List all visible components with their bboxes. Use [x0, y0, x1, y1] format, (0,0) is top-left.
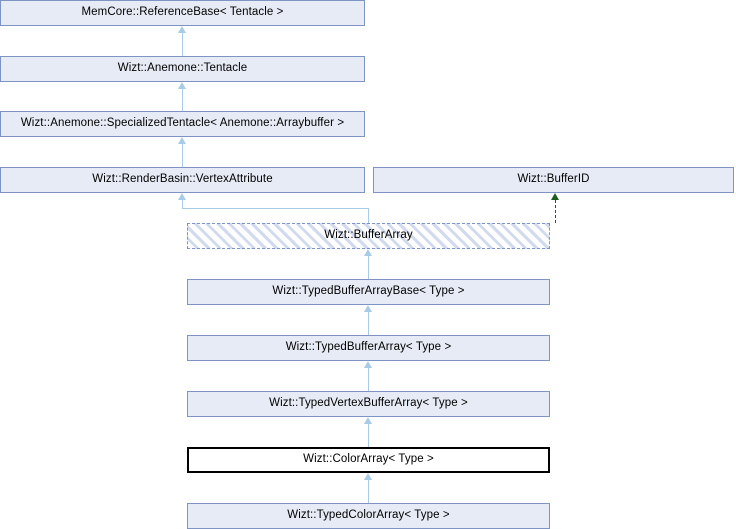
class-node-label: Wizt::Anemone::SpecializedTentacle< Anem…	[20, 117, 345, 130]
class-node-label: Wizt::RenderBasin::VertexAttribute	[92, 173, 273, 186]
class-node-label: Wizt::Anemone::Tentacle	[117, 62, 248, 75]
arrowhead-color-array-to-typed-vertex-buffer-array	[364, 417, 372, 424]
class-node-typed-buffer-array-base[interactable]: Wizt::TypedBufferArrayBase< Type >	[187, 279, 550, 305]
arrowhead-typed-vertex-buffer-array-to-typed-buffer-array	[364, 361, 372, 368]
class-node-typed-buffer-array[interactable]: Wizt::TypedBufferArray< Type >	[187, 335, 550, 361]
edge-tentacle-to-reference-base	[182, 33, 183, 56]
arrowhead-buffer-array-to-vertex-attribute	[178, 193, 186, 200]
arrowhead-typed-buffer-array-base-to-buffer-array	[364, 249, 372, 256]
class-node-label: Wizt::BufferArray	[324, 229, 413, 242]
edge-typed-buffer-array-to-base	[368, 312, 369, 335]
class-node-buffer-array[interactable]: Wizt::BufferArray	[187, 223, 550, 249]
edge-buffer-array-to-vertex-attribute-riser	[368, 208, 369, 223]
class-node-buffer-id[interactable]: Wizt::BufferID	[373, 167, 734, 193]
arrowhead-typed-color-array-to-color-array	[364, 473, 372, 480]
class-node-color-array[interactable]: Wizt::ColorArray< Type >	[187, 447, 550, 473]
edge-specialized-tentacle-to-tentacle	[182, 89, 183, 111]
edge-typed-buffer-array-base-to-buffer-array	[368, 256, 369, 279]
class-node-label: Wizt::TypedBufferArrayBase< Type >	[272, 285, 465, 298]
class-node-label: Wizt::ColorArray< Type >	[303, 453, 434, 466]
class-node-label: Wizt::BufferID	[517, 173, 590, 186]
class-node-label: Wizt::TypedColorArray< Type >	[287, 509, 450, 522]
arrowhead-buffer-array-to-buffer-id	[551, 193, 559, 200]
arrowhead-tentacle-to-reference-base	[178, 26, 186, 33]
class-node-vertex-attribute[interactable]: Wizt::RenderBasin::VertexAttribute	[0, 167, 365, 193]
arrowhead-typed-buffer-array-to-base	[364, 305, 372, 312]
class-node-specialized-tentacle[interactable]: Wizt::Anemone::SpecializedTentacle< Anem…	[0, 111, 365, 137]
edge-buffer-array-to-buffer-id	[555, 200, 556, 223]
class-node-label: MemCore::ReferenceBase< Tentacle >	[81, 6, 284, 19]
edge-buffer-array-to-vertex-attribute-run	[182, 208, 369, 209]
class-node-label: Wizt::TypedBufferArray< Type >	[285, 341, 452, 354]
class-node-tentacle[interactable]: Wizt::Anemone::Tentacle	[0, 56, 365, 82]
class-node-typed-vertex-buffer-array[interactable]: Wizt::TypedVertexBufferArray< Type >	[187, 391, 550, 417]
edge-typed-vertex-buffer-array-to-typed-buffer-array	[368, 368, 369, 391]
edge-buffer-array-to-vertex-attribute-drop	[182, 200, 183, 209]
edge-color-array-to-typed-vertex-buffer-array	[368, 424, 369, 447]
class-node-reference-base[interactable]: MemCore::ReferenceBase< Tentacle >	[0, 0, 365, 26]
class-node-label: Wizt::TypedVertexBufferArray< Type >	[269, 397, 468, 410]
edge-vertex-attribute-to-specialized-tentacle	[182, 144, 183, 167]
arrowhead-specialized-tentacle-to-tentacle	[178, 82, 186, 89]
arrowhead-vertex-attribute-to-specialized-tentacle	[178, 137, 186, 144]
edge-typed-color-array-to-color-array	[368, 480, 369, 503]
class-node-typed-color-array[interactable]: Wizt::TypedColorArray< Type >	[187, 503, 550, 529]
